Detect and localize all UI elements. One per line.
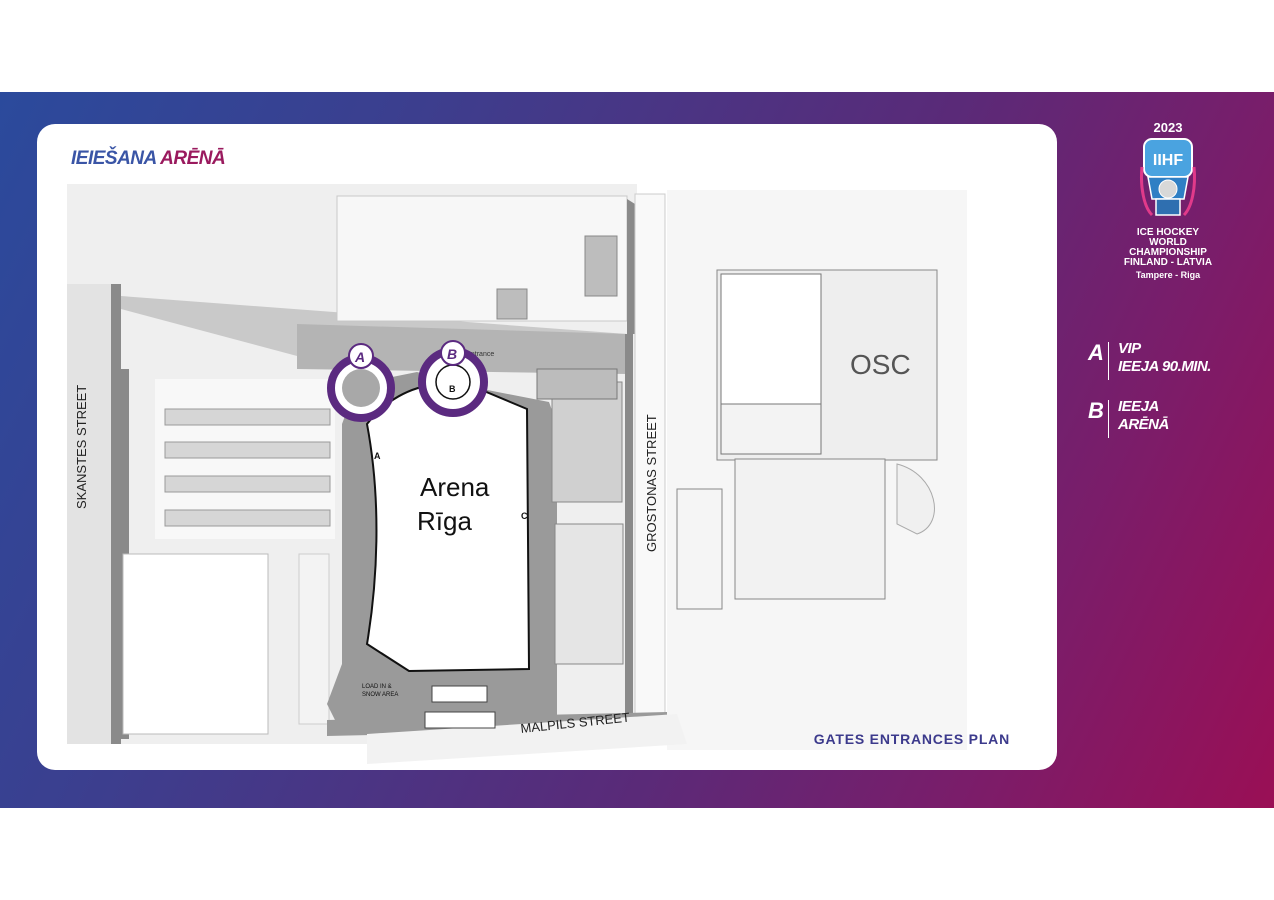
iihf-logo: 2023 IIHF ICE HOCKEY WORLD CHAMPIONSHIP …	[1112, 120, 1224, 280]
logo-line4: FINLAND - LATVIA	[1123, 257, 1213, 268]
title-part2: ARĒNĀ	[160, 148, 226, 169]
gate-b-letter: B	[447, 346, 457, 362]
osc-label: OSC	[850, 349, 911, 380]
title-part1: IEIEŠANA	[71, 148, 157, 169]
arena-name-line2: Rīga	[417, 506, 472, 536]
trophy-icon: IIHF	[1140, 138, 1196, 217]
legend-b-line1: IEEJA	[1118, 398, 1159, 415]
grostonas-street	[634, 193, 666, 745]
parking-rows	[164, 408, 331, 527]
gate-b-inner-letter: B	[449, 384, 456, 394]
logo-line5: Tampere - Riga	[1135, 270, 1201, 280]
south-utility-1	[431, 685, 488, 703]
skanstes-street-label: SKANSTES STREET	[74, 385, 89, 509]
legend-a-divider	[1108, 342, 1109, 380]
osc-south-block	[734, 458, 886, 600]
legend-b-letter: B	[1088, 398, 1104, 423]
gate-a-letter: A	[354, 349, 365, 365]
gate-b-marker[interactable]: B B	[418, 340, 488, 417]
north-building	[336, 195, 628, 322]
inner-label-c: C	[521, 511, 528, 521]
south-utility-2	[424, 711, 496, 729]
east-service-yard	[551, 381, 623, 503]
north-kiosk-2	[584, 235, 618, 297]
load-area-label-line1: LOAD IN &	[362, 684, 392, 690]
south-parking	[298, 553, 330, 725]
osc-annex	[720, 273, 822, 405]
logo-line3: CHAMPIONSHIP	[1129, 247, 1207, 258]
osc-curved-roof	[896, 463, 935, 535]
site-plan-map: SKANSTES STREET GROSTONAS STREET MALPILS…	[67, 184, 967, 764]
arena-building	[365, 382, 531, 673]
grostonas-curb	[625, 334, 633, 744]
page-title: IEIEŠANA ARĒNĀ	[71, 148, 226, 170]
osc-wing	[720, 403, 822, 455]
legend-a-line1: VIP	[1118, 340, 1141, 357]
logo-year: 2023	[1153, 120, 1183, 135]
east-loading-dock	[554, 523, 624, 665]
gate-a-marker[interactable]: A	[327, 343, 395, 422]
legend-a-line2: IEEJA 90.MIN.	[1118, 358, 1211, 375]
east-building	[536, 368, 618, 400]
north-kiosk	[496, 288, 528, 320]
legend-b-line2: ARĒNĀ	[1118, 416, 1169, 433]
legend-b-divider	[1108, 400, 1109, 438]
south-west-lot	[122, 553, 269, 735]
legend-a-letter: A	[1088, 340, 1104, 365]
arena-name-line1: Arena	[420, 472, 490, 502]
north-curb	[627, 199, 635, 334]
inner-label-a: A	[374, 451, 381, 461]
grostonas-street-label: GROSTONAS STREET	[644, 414, 659, 552]
skanstes-street	[67, 284, 115, 744]
plan-caption: GATES ENTRANCES PLAN	[813, 731, 1010, 747]
osc-west-block	[676, 488, 723, 610]
logo-badge: IIHF	[1153, 152, 1183, 169]
logo-line2: WORLD	[1149, 237, 1187, 248]
skanstes-curb	[111, 284, 121, 744]
entrance-label: entrance	[467, 351, 494, 358]
logo-line1: ICE HOCKEY	[1136, 227, 1200, 238]
malpils-street	[367, 714, 687, 764]
map-card: SKANSTES STREET GROSTONAS STREET MALPILS…	[37, 124, 1057, 770]
load-area-label-line2: SNOW AREA	[362, 692, 398, 698]
